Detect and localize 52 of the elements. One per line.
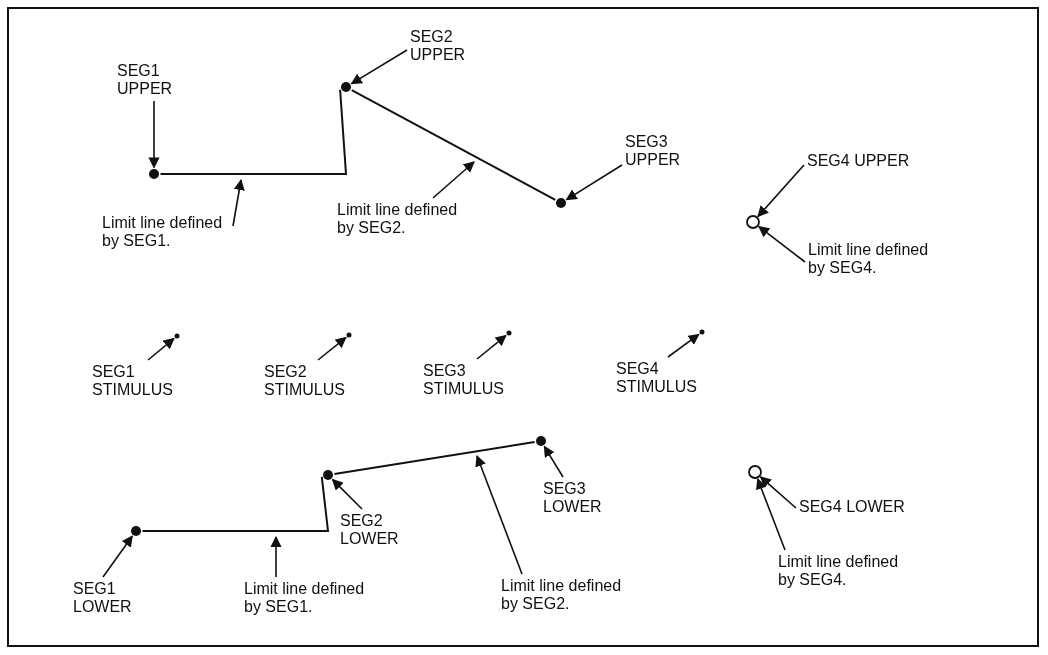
leader-arrow xyxy=(565,164,623,201)
callout-label: SEG1 STIMULUS xyxy=(92,363,182,399)
limit-line xyxy=(159,88,348,175)
limit-line xyxy=(333,441,536,475)
point-marker xyxy=(556,198,566,208)
point-marker xyxy=(149,169,159,179)
point-marker xyxy=(506,330,512,336)
callout-label: SEG4 STIMULUS xyxy=(616,360,706,396)
leader-arrow xyxy=(758,225,806,263)
leader-arrow xyxy=(759,476,797,509)
callout-label: Limit line defined by SEG2. xyxy=(501,577,629,613)
point-marker xyxy=(131,526,141,536)
callout-label: SEG4 LOWER xyxy=(799,498,905,516)
point-marker xyxy=(699,329,705,335)
leader-arrow xyxy=(667,333,700,358)
limit-line xyxy=(141,475,330,532)
callout-label: Limit line defined by SEG1. xyxy=(244,580,372,616)
callout-label: SEG4 UPPER xyxy=(807,152,910,170)
point-marker xyxy=(323,470,333,480)
callout-label: SEG3 UPPER xyxy=(625,133,685,169)
callout-label: Limit line defined by SEG1. xyxy=(102,214,230,250)
callout-label: SEG3 STIMULUS xyxy=(423,362,513,398)
leader-arrow xyxy=(102,535,133,578)
leader-arrow xyxy=(757,164,805,218)
callout-label: Limit line defined by SEG4. xyxy=(808,241,936,277)
callout-label: SEG1 UPPER xyxy=(117,62,177,98)
leader-arrow xyxy=(317,336,347,361)
callout-label: SEG2 STIMULUS xyxy=(264,363,354,399)
open-circle-marker xyxy=(746,215,760,229)
point-marker xyxy=(346,332,352,338)
leader-arrow xyxy=(475,454,523,575)
leader-arrow xyxy=(331,478,363,510)
callout-label: SEG2 UPPER xyxy=(410,28,470,64)
leader-arrow xyxy=(432,161,475,199)
leader-arrow xyxy=(756,477,786,551)
leader-arrow xyxy=(543,445,564,478)
callout-label: Limit line defined by SEG2. xyxy=(337,201,465,237)
callout-label: SEG3 LOWER xyxy=(543,480,603,516)
open-circle-marker xyxy=(748,465,762,479)
callout-label: Limit line defined by SEG4. xyxy=(778,553,906,589)
leader-arrow xyxy=(476,334,507,360)
leader-arrow xyxy=(148,100,160,169)
callout-label: SEG1 LOWER xyxy=(73,580,133,616)
limit-line xyxy=(350,89,557,201)
point-marker xyxy=(536,436,546,446)
leader-arrow xyxy=(270,535,282,578)
leader-arrow xyxy=(232,178,245,227)
leader-arrow xyxy=(350,49,408,85)
point-marker xyxy=(341,82,351,92)
leader-arrow xyxy=(147,337,175,361)
callout-label: SEG2 LOWER xyxy=(340,512,400,548)
point-marker xyxy=(174,333,180,339)
